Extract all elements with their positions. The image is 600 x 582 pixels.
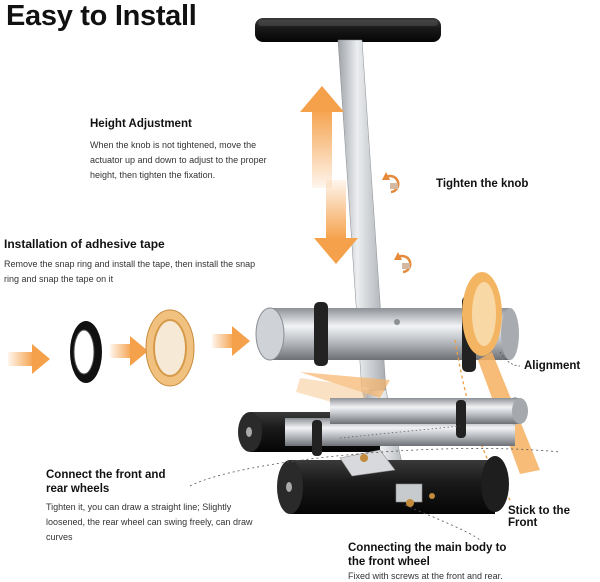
height-adjustment-title: Height Adjustment [90,118,192,130]
tape-install-arrows [8,326,250,374]
wheel-guide-ellipse [189,448,561,487]
rear-wheel [238,397,528,456]
page-title: Easy to Install [6,0,197,32]
snap-ring [70,321,102,383]
tighten-knob-label: Tighten the knob [436,178,529,190]
handle [255,18,441,42]
wheels-text: Tighten it, you can draw a straight line… [46,502,253,542]
bracket-guide-line [404,504,481,541]
wheels-title: Connect the front and rear wheels [46,469,166,495]
connector-bracket [339,449,435,507]
main-body-text: Fixed with screws at the front and rear. [348,571,503,581]
adhesive-tape-title: Installation of adhesive tape [4,237,165,251]
knob-rotate-icon [382,172,400,194]
main-body-title: Connecting the main body to the front wh… [348,542,507,568]
tape-roll [145,309,195,387]
knob-rotate-icon-2 [394,252,412,274]
height-adjustment-text: When the knob is not tightened, move the… [90,140,267,180]
adhesive-tape-text: Remove the snap ring and install the tap… [4,259,256,284]
alignment-label: Alignment [524,360,581,372]
front-wheel [277,456,509,514]
stick-front-label: Stick to the Front [508,505,570,529]
height-adjust-arrows [300,86,358,264]
